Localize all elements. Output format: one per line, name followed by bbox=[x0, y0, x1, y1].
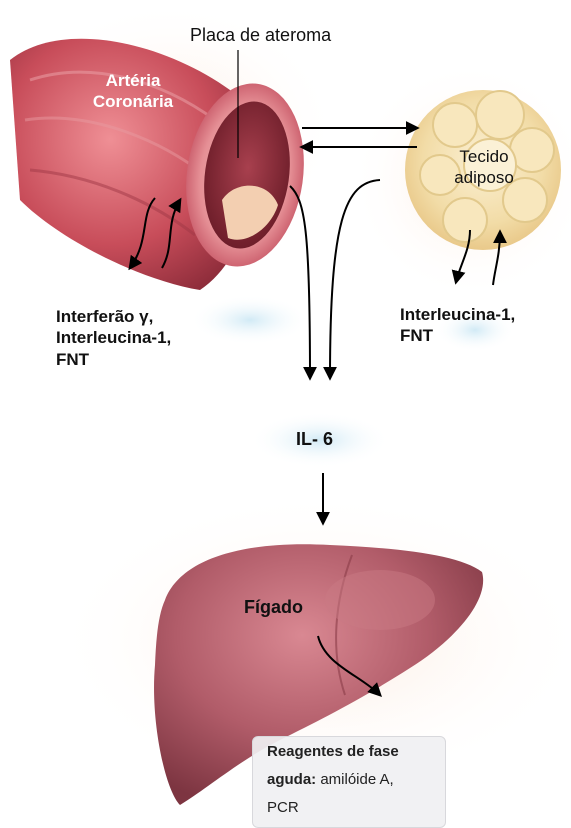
il6-label: IL- 6 bbox=[296, 428, 333, 451]
reagents-line2: aguda: amilóide A, bbox=[267, 771, 394, 788]
left-cytokine-3: FNT bbox=[56, 349, 171, 370]
right-cytokine-1: Interleucina-1, bbox=[400, 304, 515, 325]
reagents-line1: Reagentes de fase bbox=[267, 743, 399, 760]
reagents-line2-bold: aguda: bbox=[267, 771, 316, 788]
reagents-line2-rest: amilóide A, bbox=[316, 771, 394, 788]
adipose-label: Tecido adiposo bbox=[440, 146, 528, 189]
left-cytokine-1: Interferão γ, bbox=[56, 306, 171, 327]
right-cytokines-label: Interleucina-1, FNT bbox=[400, 304, 515, 347]
adipose-label-line1: Tecido bbox=[440, 146, 528, 167]
artery-label: Artéria Coronária bbox=[78, 70, 188, 113]
right-cytokine-2: FNT bbox=[400, 325, 515, 346]
adipose-label-line2: adiposo bbox=[440, 167, 528, 188]
liver-label: Fígado bbox=[244, 596, 303, 619]
artery-label-line1: Artéria bbox=[78, 70, 188, 91]
reagents-box: Reagentes de fase aguda: amilóide A, PCR bbox=[252, 736, 446, 828]
left-cytokine-2: Interleucina-1, bbox=[56, 327, 171, 348]
reagents-line3: PCR bbox=[267, 799, 299, 816]
plaque-label: Placa de ateroma bbox=[190, 24, 331, 47]
left-cytokine-glow bbox=[190, 295, 310, 345]
left-cytokines-label: Interferão γ, Interleucina-1, FNT bbox=[56, 306, 171, 370]
artery-label-line2: Coronária bbox=[78, 91, 188, 112]
